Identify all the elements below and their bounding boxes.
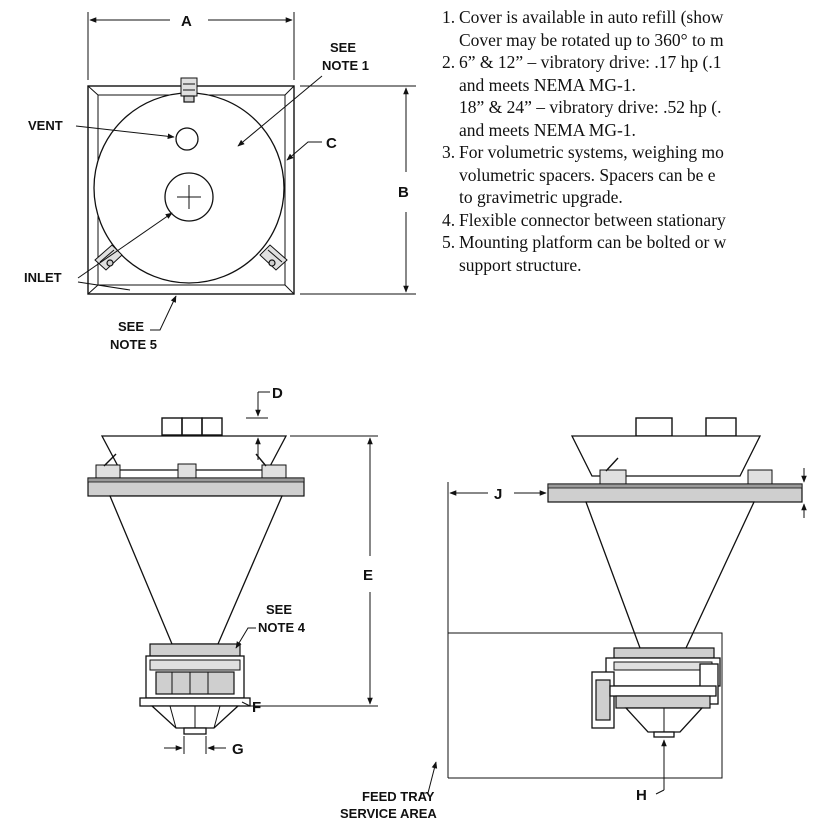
- note-4-line-1: Flexible connector between stationary: [459, 209, 726, 230]
- inlet-label: INLET: [24, 270, 62, 285]
- note-1-number: 1.: [442, 7, 456, 27]
- vent-label: VENT: [28, 118, 63, 133]
- note-3-line-2: volumetric spacers. Spacers can be e: [459, 164, 716, 185]
- service-area-label: SERVICE AREA: [340, 806, 437, 821]
- note-5: 5. Mounting platform can be bolted or w …: [442, 231, 813, 276]
- dim-e-label: E: [363, 567, 373, 584]
- front-view: D E SEE NOTE 4 F G: [87, 385, 378, 758]
- note-3: 3. For volumetric systems, weighing mo v…: [442, 141, 813, 209]
- dim-a-label: A: [181, 13, 192, 30]
- note-2-line-1: 6” & 12” – vibratory drive: .17 hp (.1: [459, 52, 722, 72]
- side-clamps: [599, 457, 773, 485]
- note-2-line-4: and meets NEMA MG-1.: [459, 119, 636, 140]
- note-2-number: 2.: [442, 52, 456, 72]
- feed-tray-label: FEED TRAY: [362, 789, 435, 804]
- vent-opening: [175, 127, 199, 151]
- note-2: 2. 6” & 12” – vibratory drive: .17 hp (.…: [442, 51, 813, 141]
- note-4: 4. Flexible connector between stationary: [442, 209, 813, 232]
- note-2-line-2: and meets NEMA MG-1.: [459, 74, 636, 95]
- note-5-line-1: Mounting platform can be bolted or w: [459, 232, 727, 252]
- note-1-line-1: Cover is available in auto refill (show: [459, 7, 724, 27]
- top-view: A B C SEE NOTE 1 VENT INLET SEE NOTE 5: [24, 12, 416, 352]
- note-1: 1. Cover is available in auto refill (sh…: [442, 6, 813, 51]
- note-3-number: 3.: [442, 142, 456, 162]
- note-5-line-2: support structure.: [459, 254, 582, 275]
- dim-d-label: D: [272, 385, 283, 402]
- see-note4-line2: NOTE 4: [258, 620, 306, 635]
- dim-c-label: C: [326, 135, 337, 152]
- see-note1-line1: SEE: [330, 40, 356, 55]
- right-clamp: [259, 244, 288, 271]
- front-clamps: [95, 453, 287, 481]
- dim-j-label: J: [494, 486, 502, 503]
- dim-g-label: G: [232, 741, 244, 758]
- front-feeder-drive: [139, 643, 251, 735]
- dim-h-label: H: [636, 787, 647, 804]
- note-5-number: 5.: [442, 232, 456, 252]
- notes-list: 1. Cover is available in auto refill (sh…: [442, 6, 813, 346]
- dim-f-label: F: [252, 699, 261, 716]
- side-view: J H FEED TRAY SERVICE AREA: [340, 417, 807, 821]
- see-note5-line1: SEE: [118, 319, 144, 334]
- note-1-line-2: Cover may be rotated up to 360° to m: [459, 29, 724, 50]
- note-3-line-1: For volumetric systems, weighing mo: [459, 142, 724, 162]
- see-note5-line2: NOTE 5: [110, 337, 157, 352]
- top-clamp: [180, 77, 198, 103]
- see-note1-line2: NOTE 1: [322, 58, 369, 73]
- note-3-line-3: to gravimetric upgrade.: [459, 187, 623, 207]
- see-note4-line1: SEE: [266, 602, 292, 617]
- note-4-number: 4.: [442, 209, 456, 230]
- side-feeder-drive: [591, 647, 721, 738]
- note-2-line-3: 18” & 24” – vibratory drive: .52 hp (.: [459, 97, 722, 117]
- dim-b-label: B: [398, 184, 409, 201]
